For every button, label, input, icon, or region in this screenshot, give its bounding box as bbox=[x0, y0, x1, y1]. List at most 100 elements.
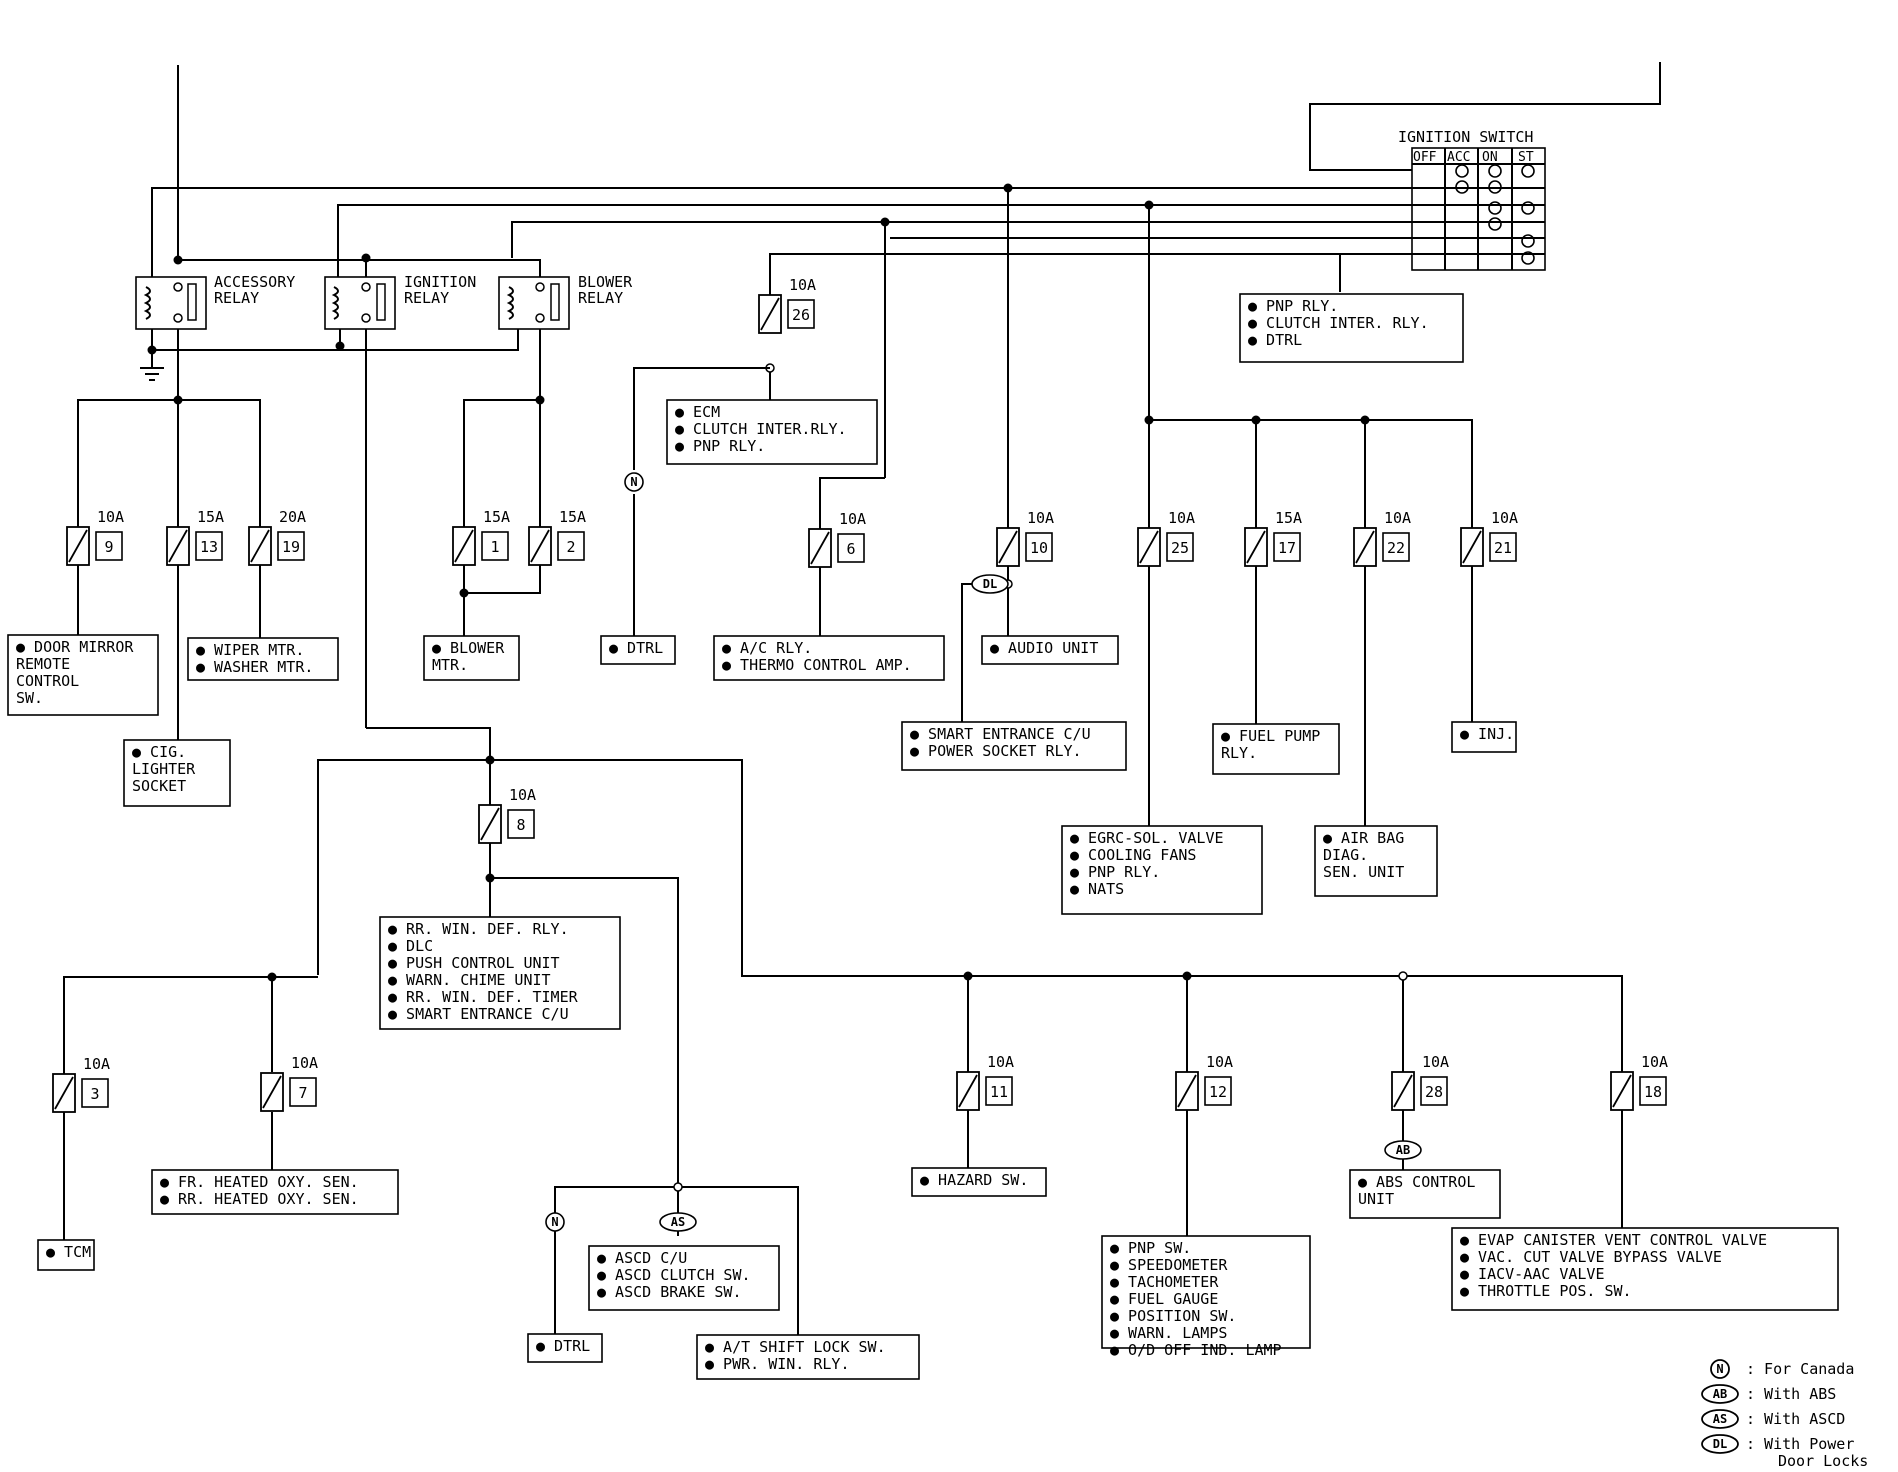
load-label: ● A/T SHIFT LOCK SW. bbox=[705, 1338, 886, 1356]
load-label: ● IACV-AAC VALVE bbox=[1460, 1265, 1605, 1283]
fuse-number: 3 bbox=[90, 1085, 99, 1103]
load-box-abs-ctrl: ● ABS CONTROL UNIT bbox=[1349, 1169, 1501, 1219]
fuse-2: 15A 2 bbox=[528, 508, 586, 566]
load-box-ascd: ● ASCD C/U● ASCD CLUTCH SW.● ASCD BRAKE … bbox=[588, 1245, 780, 1311]
load-label: ● CLUTCH INTER.RLY. bbox=[675, 420, 847, 438]
load-label: ● EGRC-SOL. VALVE bbox=[1070, 829, 1224, 847]
ignition-relay: IGNITION RELAY bbox=[324, 253, 476, 351]
load-label: ● PWR. WIN. RLY. bbox=[705, 1355, 850, 1373]
ign-pos-st: ST bbox=[1518, 150, 1534, 165]
fuse-10: 10A 10 bbox=[996, 509, 1054, 567]
load-label: ● AIR BAG bbox=[1323, 829, 1404, 847]
load-label: LIGHTER bbox=[132, 760, 196, 778]
load-box-wiper: ● WIPER MTR.● WASHER MTR. bbox=[187, 637, 339, 681]
fuse-number-box bbox=[95, 531, 123, 561]
load-label: ● NATS bbox=[1070, 880, 1124, 898]
load-label: ● THROTTLE POS. SW. bbox=[1460, 1282, 1632, 1300]
load-label: ● ECM bbox=[675, 403, 720, 421]
ignition-switch-title: IGNITION SWITCH bbox=[1398, 128, 1533, 146]
fuse-number-box bbox=[277, 531, 305, 561]
load-label: SOCKET bbox=[132, 777, 186, 795]
legend-item: AB: With ABS bbox=[1701, 1384, 1836, 1404]
option-tag-abs: AB bbox=[1384, 1140, 1422, 1160]
ignition-switch: IGNITION SWITCH OFF ACC ON ST bbox=[1339, 128, 1546, 292]
load-label: UNIT bbox=[1358, 1190, 1394, 1208]
fuse-number-box bbox=[1273, 532, 1301, 562]
load-label: ● ASCD BRAKE SW. bbox=[597, 1283, 742, 1301]
fuse-amp-label: 10A bbox=[509, 786, 536, 804]
load-box-oxy-sen: ● FR. HEATED OXY. SEN.● RR. HEATED OXY. … bbox=[151, 1169, 399, 1215]
fuse-number-box bbox=[1489, 532, 1517, 562]
fuse-number: 17 bbox=[1278, 539, 1296, 557]
ground-symbol bbox=[140, 367, 164, 381]
option-tag-canada: N bbox=[545, 1212, 565, 1232]
fuse-number-box bbox=[195, 531, 223, 561]
fuse-amp-label: 10A bbox=[987, 1053, 1014, 1071]
legend-text: : For Canada bbox=[1746, 1360, 1854, 1378]
load-label: ● ABS CONTROL bbox=[1358, 1173, 1475, 1191]
ignition-contacts bbox=[1455, 164, 1535, 265]
load-box-ac-rly: ● A/C RLY.● THERMO CONTROL AMP. bbox=[713, 635, 945, 681]
legend-item: N: For Canada bbox=[1710, 1359, 1854, 1379]
fuse-number: 25 bbox=[1171, 539, 1189, 557]
load-box-fuel-pump: ● FUEL PUMP RLY. bbox=[1212, 723, 1340, 775]
load-label: ● O/D OFF IND. LAMP bbox=[1110, 1341, 1282, 1359]
battery-feed-wires bbox=[177, 62, 1661, 260]
fuse-number: 9 bbox=[104, 538, 113, 556]
load-label: ● VAC. CUT VALVE BYPASS VALVE bbox=[1460, 1248, 1722, 1266]
fuse-amp-label: 15A bbox=[559, 508, 586, 526]
fuse-number: 19 bbox=[282, 538, 300, 556]
fuse-amp-label: 10A bbox=[97, 508, 124, 526]
ignition-relay-label-2: RELAY bbox=[404, 289, 449, 307]
load-label: ● POWER SOCKET RLY. bbox=[910, 742, 1082, 760]
load-label: ● FUEL GAUGE bbox=[1110, 1290, 1218, 1308]
load-box-audio: ● AUDIO UNIT bbox=[981, 635, 1119, 665]
fuse-number: 1 bbox=[490, 538, 499, 556]
load-box-at-shift: ● A/T SHIFT LOCK SW.● PWR. WIN. RLY. bbox=[696, 1334, 920, 1380]
legend-text-2: Door Locks bbox=[1778, 1452, 1868, 1470]
load-label: ● PNP RLY. bbox=[1070, 863, 1160, 881]
fuse-amp-label: 10A bbox=[1027, 509, 1054, 527]
blower-branch-wires bbox=[459, 399, 541, 636]
legend-tag: AB bbox=[1713, 1387, 1727, 1401]
load-label: SEN. UNIT bbox=[1323, 863, 1404, 881]
fuse-amp-label: 10A bbox=[839, 510, 866, 528]
fuse-number-box bbox=[481, 531, 509, 561]
load-label: ● WARN. CHIME UNIT bbox=[388, 971, 551, 989]
load-box-f26-out: ● ECM● CLUTCH INTER.RLY.● PNP RLY. bbox=[666, 399, 878, 465]
legend-tag: AS bbox=[1713, 1412, 1727, 1426]
load-label: REMOTE bbox=[16, 655, 70, 673]
fuse-number-box bbox=[787, 299, 815, 329]
load-label: ● DTRL bbox=[536, 1337, 590, 1355]
fuse-number: 2 bbox=[566, 538, 575, 556]
load-label: ● DLC bbox=[388, 937, 433, 955]
load-label: ● RR. HEATED OXY. SEN. bbox=[160, 1190, 359, 1208]
load-label: ● PUSH CONTROL UNIT bbox=[388, 954, 560, 972]
fuse-number: 28 bbox=[1425, 1083, 1443, 1101]
fuse-amp-label: 10A bbox=[1384, 509, 1411, 527]
load-box-door-mirror: ● DOOR MIRROR REMOTE CONTROL SW. bbox=[7, 634, 159, 716]
fuse-9: 10A 9 bbox=[66, 508, 124, 566]
load-box-blower-mtr: ● BLOWER MTR. bbox=[423, 635, 520, 681]
fuse-28: 10A 28 bbox=[1391, 1053, 1449, 1111]
fuse-amp-label: 10A bbox=[1422, 1053, 1449, 1071]
load-label: ● DOOR MIRROR bbox=[16, 638, 134, 656]
load-box-f8-out: ● RR. WIN. DEF. RLY.● DLC● PUSH CONTROL … bbox=[379, 916, 621, 1030]
load-box-evap: ● EVAP CANISTER VENT CONTROL VALVE● VAC.… bbox=[1451, 1227, 1839, 1311]
accessory-relay: ACCESSORY RELAY bbox=[135, 255, 295, 381]
fuses: 10A915A1320A1915A115A210A2610A610A1010A2… bbox=[52, 276, 1668, 1113]
load-label: ● TCM bbox=[46, 1243, 91, 1261]
fuse-number-box bbox=[557, 531, 585, 561]
option-tag-door-locks: DL bbox=[971, 574, 1009, 594]
fuse-number-box bbox=[985, 1076, 1013, 1106]
fuse-number: 13 bbox=[200, 538, 218, 556]
fuse-number: 10 bbox=[1030, 539, 1048, 557]
